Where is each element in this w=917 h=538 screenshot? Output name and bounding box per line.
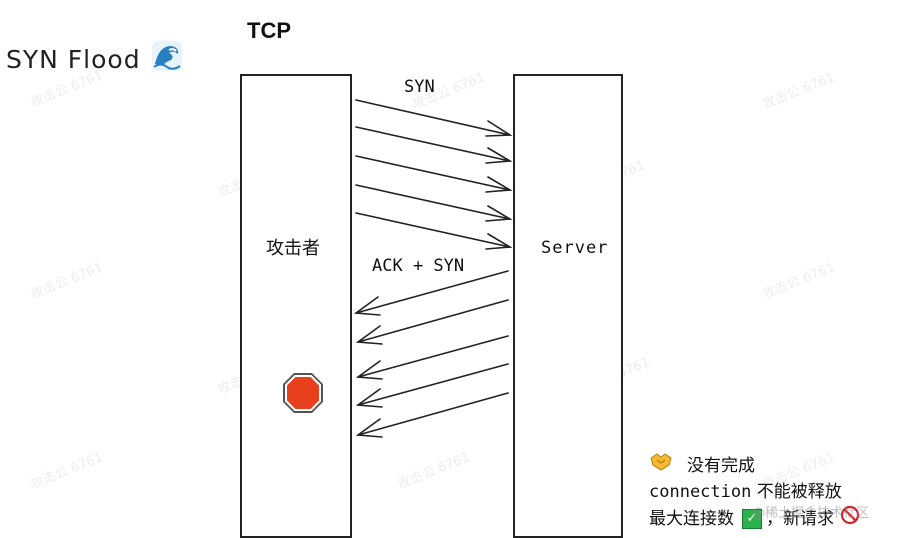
note-line-2-text: 不能被释放: [751, 482, 842, 502]
note-line-2: connection 不能被释放: [649, 480, 860, 505]
server-box: [513, 74, 623, 538]
syn-label: SYN: [404, 77, 435, 97]
attacker-box: [240, 74, 352, 538]
note-line-1: 没有完成: [649, 452, 860, 480]
note-line-1-text: 没有完成: [687, 455, 755, 476]
syn-arrow: [355, 99, 513, 137]
check-mark-icon: ✓: [742, 509, 762, 529]
ack-syn-arrow: [355, 299, 509, 345]
note-block: 没有完成 connection 不能被释放 最大连接数 ✓ ，新请求: [649, 452, 860, 533]
syn-arrow: [355, 212, 513, 250]
no-entry-icon: [840, 505, 860, 533]
ack-syn-arrow: [355, 335, 509, 380]
wave-icon: [151, 40, 183, 78]
note-line-3-text: 最大连接数: [649, 508, 734, 529]
ack-syn-arrow: [353, 270, 509, 316]
title-text: SYN Flood: [6, 44, 141, 74]
ack-syn-arrow: [355, 363, 509, 408]
ack-syn-label: ACK + SYN: [372, 256, 465, 276]
handshake-icon: [649, 452, 673, 480]
note-line-3-suffix: ，新请求: [766, 508, 834, 529]
footer-watermark: @稀土掘金技术社区: [752, 506, 870, 521]
syn-arrow: [355, 184, 513, 222]
syn-arrow: [355, 155, 513, 193]
attacker-label: 攻击者: [266, 238, 320, 259]
protocol-label: TCP: [247, 18, 291, 43]
server-label: Server: [541, 238, 609, 258]
diagram-title: SYN Flood: [6, 40, 183, 78]
note-line-3: 最大连接数 ✓ ，新请求: [649, 505, 860, 533]
syn-arrow: [355, 126, 513, 164]
ack-syn-arrow: [355, 392, 509, 438]
stop-sign-icon: [281, 371, 325, 419]
note-connection-text: connection: [649, 482, 752, 502]
